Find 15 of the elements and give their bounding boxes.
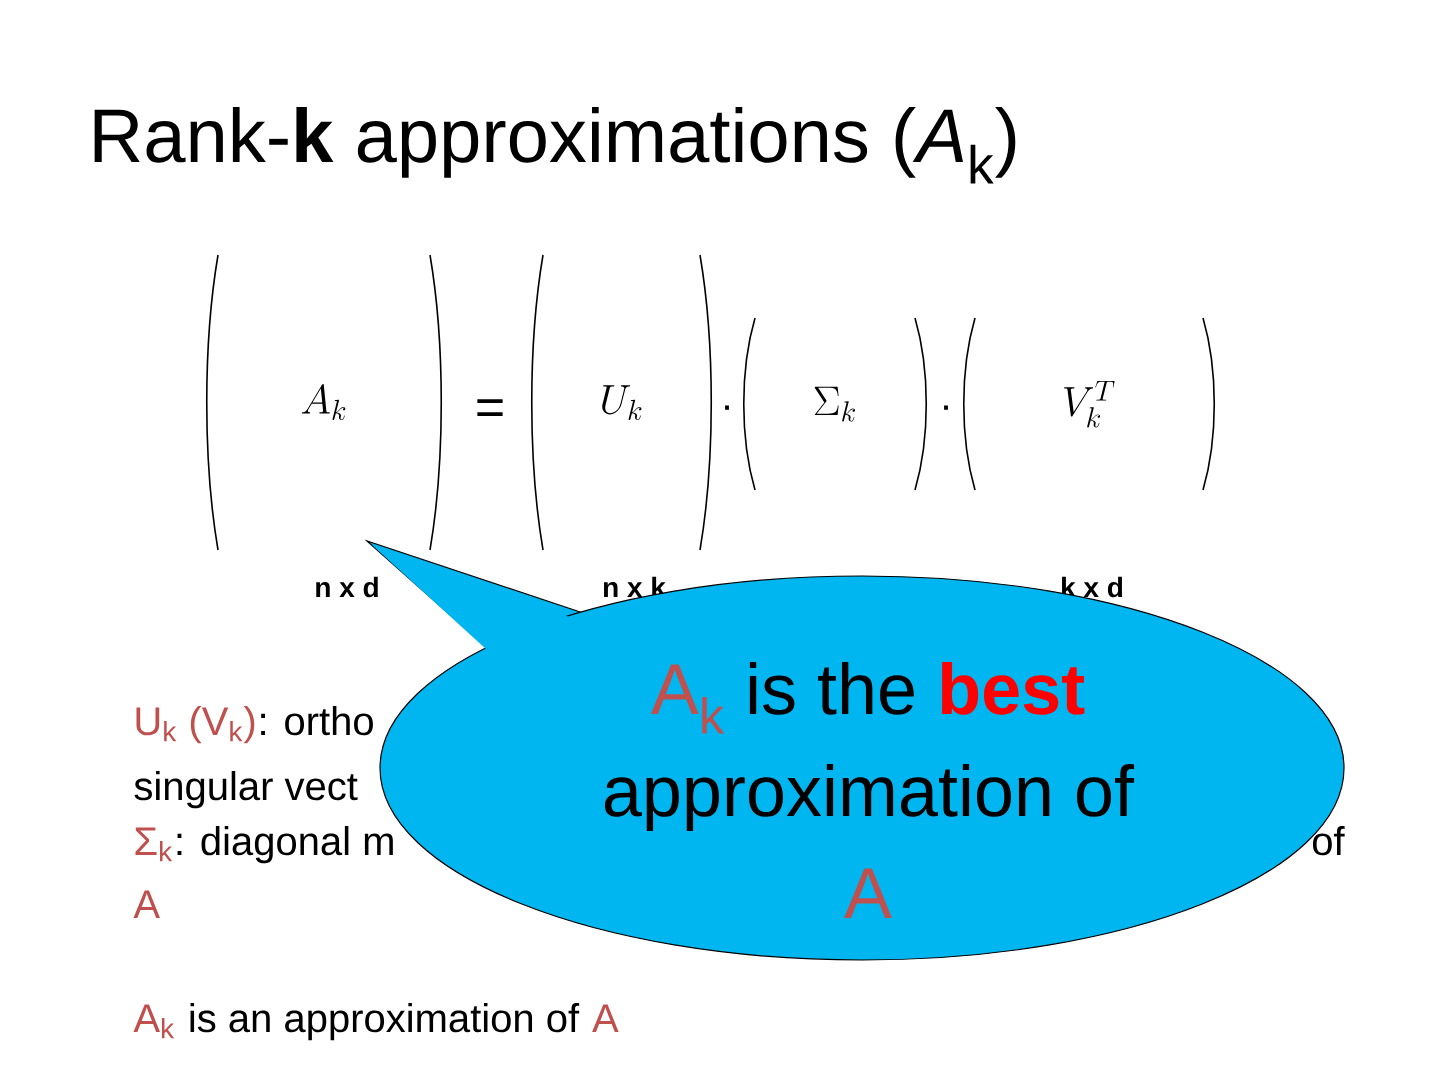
body-text: A [592, 1004, 619, 1032]
dot-operator: · [944, 405, 948, 410]
matrix: $\Sigma_k$ [742, 317, 928, 491]
matrix: $A_k$ [205, 254, 443, 551]
body-text: Σ$_{k}$ [135, 827, 173, 862]
equals-sign: = [477, 399, 503, 416]
body-text: U$_{k}$ (V$_{k}$) [136, 706, 255, 744]
body-text: A$_{k}$ [133, 1004, 175, 1039]
slide-title: Rank-k approximations (A$_{k}$) [94, 106, 1016, 184]
body-text: of [1312, 826, 1345, 856]
dot-operator: · [725, 405, 729, 410]
matrix: $U_k$ [530, 254, 713, 551]
body-text: is an approximation of [190, 1003, 580, 1041]
body-text: A [133, 890, 160, 918]
matrix: $V_k^T$ [962, 317, 1216, 491]
